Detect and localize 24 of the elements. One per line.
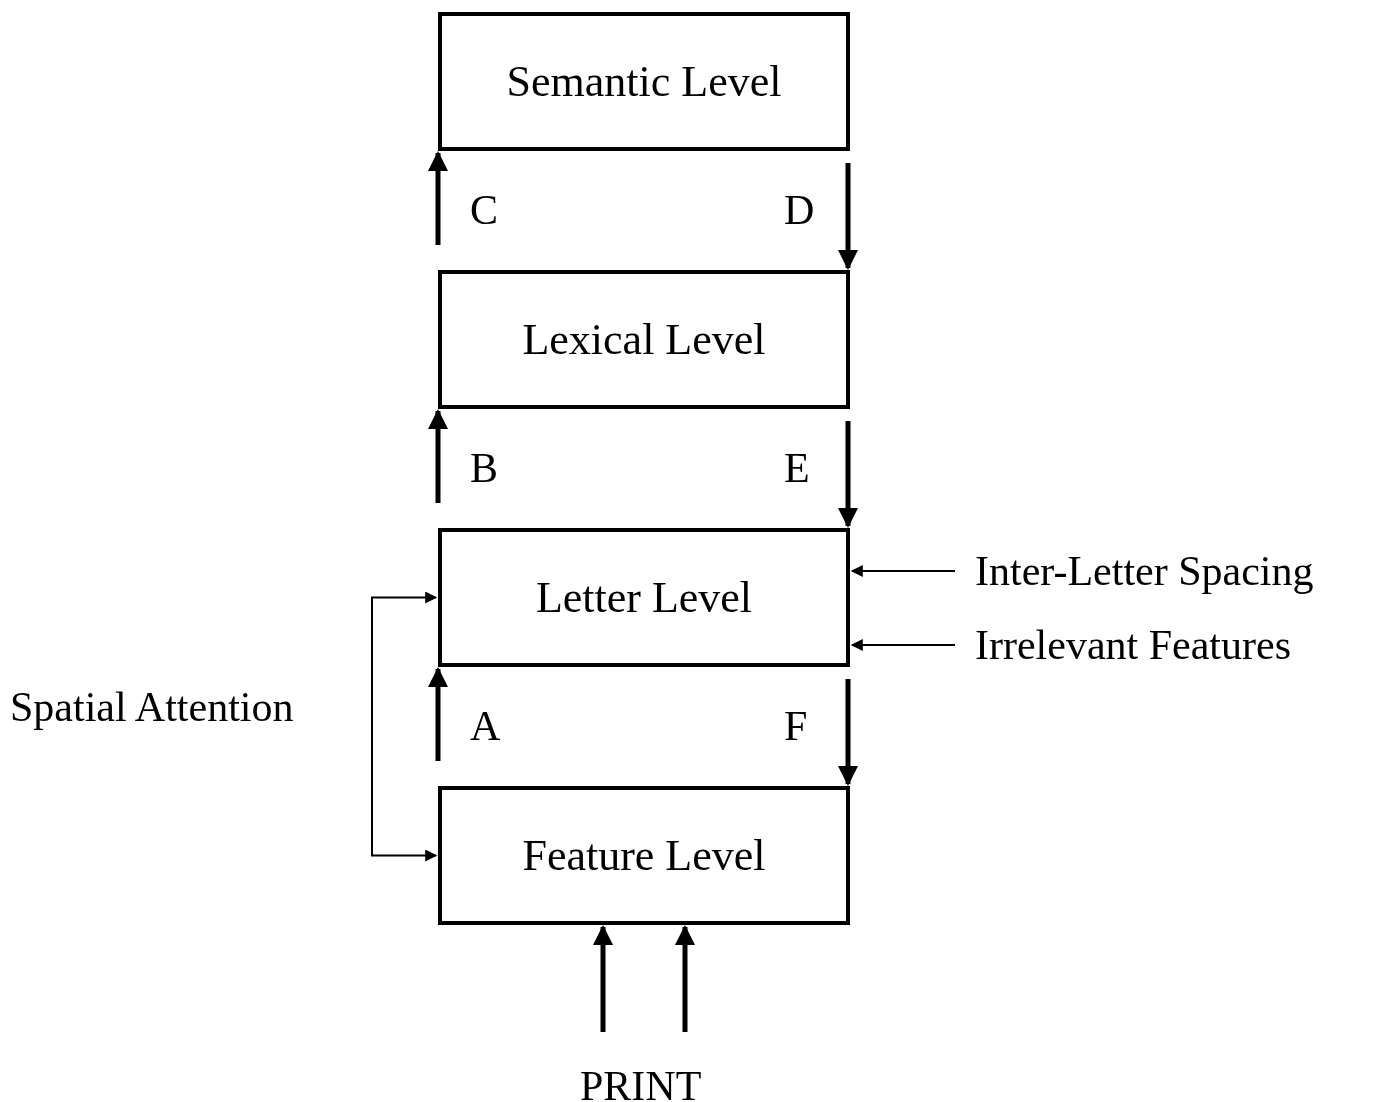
arrow: [428, 151, 448, 245]
arrow: [838, 421, 858, 528]
arrow: [593, 925, 613, 1032]
arrow: [850, 639, 956, 651]
level-box: [438, 528, 850, 667]
level-box: [438, 270, 850, 409]
arrow: [428, 667, 448, 761]
input-label: Spatial Attention: [10, 686, 294, 728]
level-box: [438, 12, 850, 151]
level-box: [438, 786, 850, 925]
arrow: [675, 925, 695, 1032]
arrow: [838, 163, 858, 270]
level-label: Semantic Level: [506, 56, 782, 107]
arrow: [850, 565, 956, 577]
input-label: Inter-Letter Spacing: [975, 550, 1314, 592]
level-label: Lexical Level: [522, 314, 766, 365]
arrow: [371, 591, 438, 708]
level-label: Feature Level: [522, 830, 766, 881]
arrow: [371, 706, 438, 862]
arrow: [838, 679, 858, 786]
input-label: Irrelevant Features: [975, 624, 1291, 666]
input-label: PRINT: [580, 1065, 702, 1102]
level-label: Letter Level: [535, 572, 753, 623]
arrow: [428, 409, 448, 503]
